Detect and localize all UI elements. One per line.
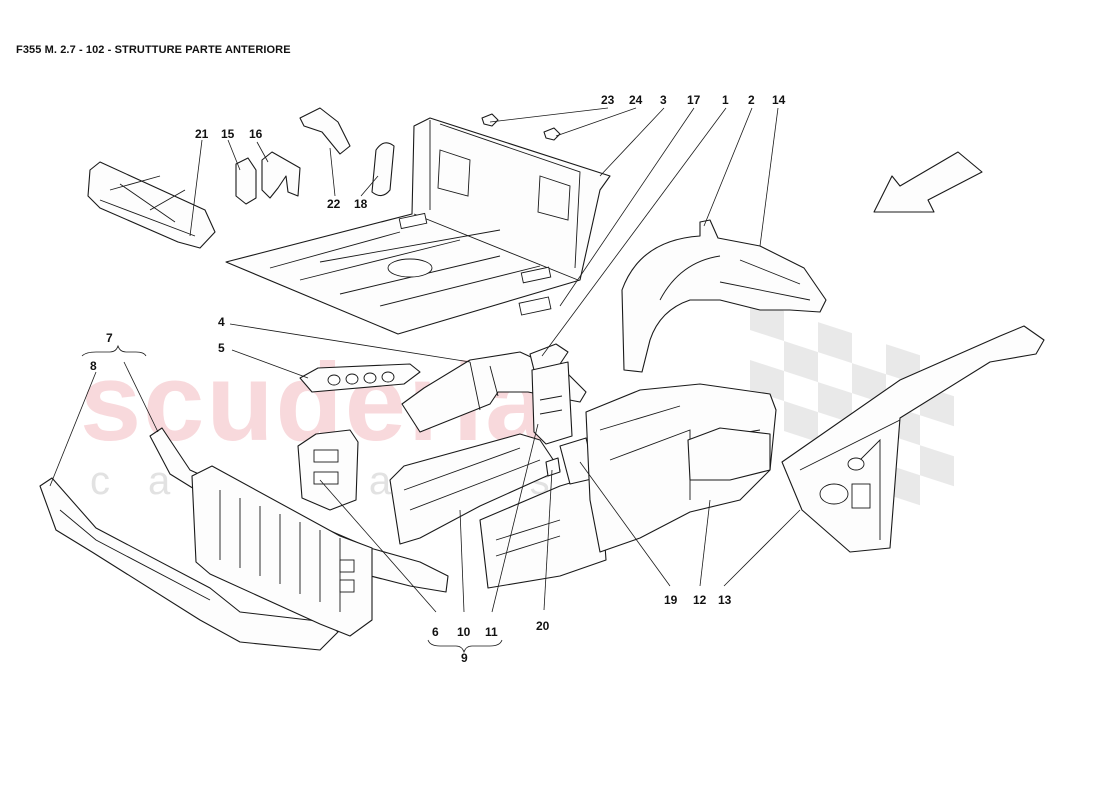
callout-12: 12 xyxy=(693,593,707,607)
radiator-frame xyxy=(191,465,373,637)
part-1-bracket xyxy=(529,343,569,371)
callout-22: 22 xyxy=(327,197,341,211)
part-14-wheel-arch xyxy=(621,219,827,373)
callout-7: 7 xyxy=(106,331,113,345)
callout-1: 1 xyxy=(722,93,729,107)
part-21-bracket-tray xyxy=(87,161,216,249)
part-20-bolt xyxy=(545,457,561,477)
leader-lines xyxy=(49,107,801,654)
part-18-rubber-pad xyxy=(371,142,395,197)
diagram-title: F355 M. 2.7 - 102 - STRUTTURE PARTE ANTE… xyxy=(16,44,291,56)
callout-8: 8 xyxy=(90,359,97,373)
callout-5: 5 xyxy=(218,341,225,355)
callout-17: 17 xyxy=(687,93,701,107)
callout-16: 16 xyxy=(249,127,263,141)
part-15-bracket xyxy=(235,157,257,205)
callout-18: 18 xyxy=(354,197,368,211)
callout-24: 24 xyxy=(629,93,643,107)
callout-labels: 21 15 16 22 18 23 24 3 17 1 2 14 4 5 7 8… xyxy=(90,93,786,665)
part-3-floor-panel xyxy=(225,117,611,335)
callout-14: 14 xyxy=(772,93,786,107)
callout-21: 21 xyxy=(195,127,209,141)
callout-19: 19 xyxy=(664,593,678,607)
part-13-a-pillar-panel xyxy=(781,325,1045,553)
callout-23: 23 xyxy=(601,93,615,107)
arrow-down-left-icon xyxy=(873,151,983,213)
part-6-gusset xyxy=(297,429,359,511)
part-24-nut xyxy=(543,127,561,141)
callout-15: 15 xyxy=(221,127,235,141)
part-16-bracket xyxy=(261,151,301,199)
part-23-nut xyxy=(481,113,499,127)
callout-3: 3 xyxy=(660,93,667,107)
callout-9: 9 xyxy=(461,651,468,665)
callout-13: 13 xyxy=(718,593,732,607)
part-5-reinforcement xyxy=(299,363,421,393)
part-17-bracket xyxy=(531,361,573,445)
callout-20: 20 xyxy=(536,619,550,633)
callout-10: 10 xyxy=(457,625,471,639)
callout-6: 6 xyxy=(432,625,439,639)
callout-11: 11 xyxy=(485,625,498,639)
part-8-bumper-beam xyxy=(39,477,339,651)
part-22-bracket xyxy=(299,107,351,155)
part-12-inner-apron xyxy=(585,383,777,553)
callout-2: 2 xyxy=(748,93,755,107)
callout-4: 4 xyxy=(218,315,225,329)
